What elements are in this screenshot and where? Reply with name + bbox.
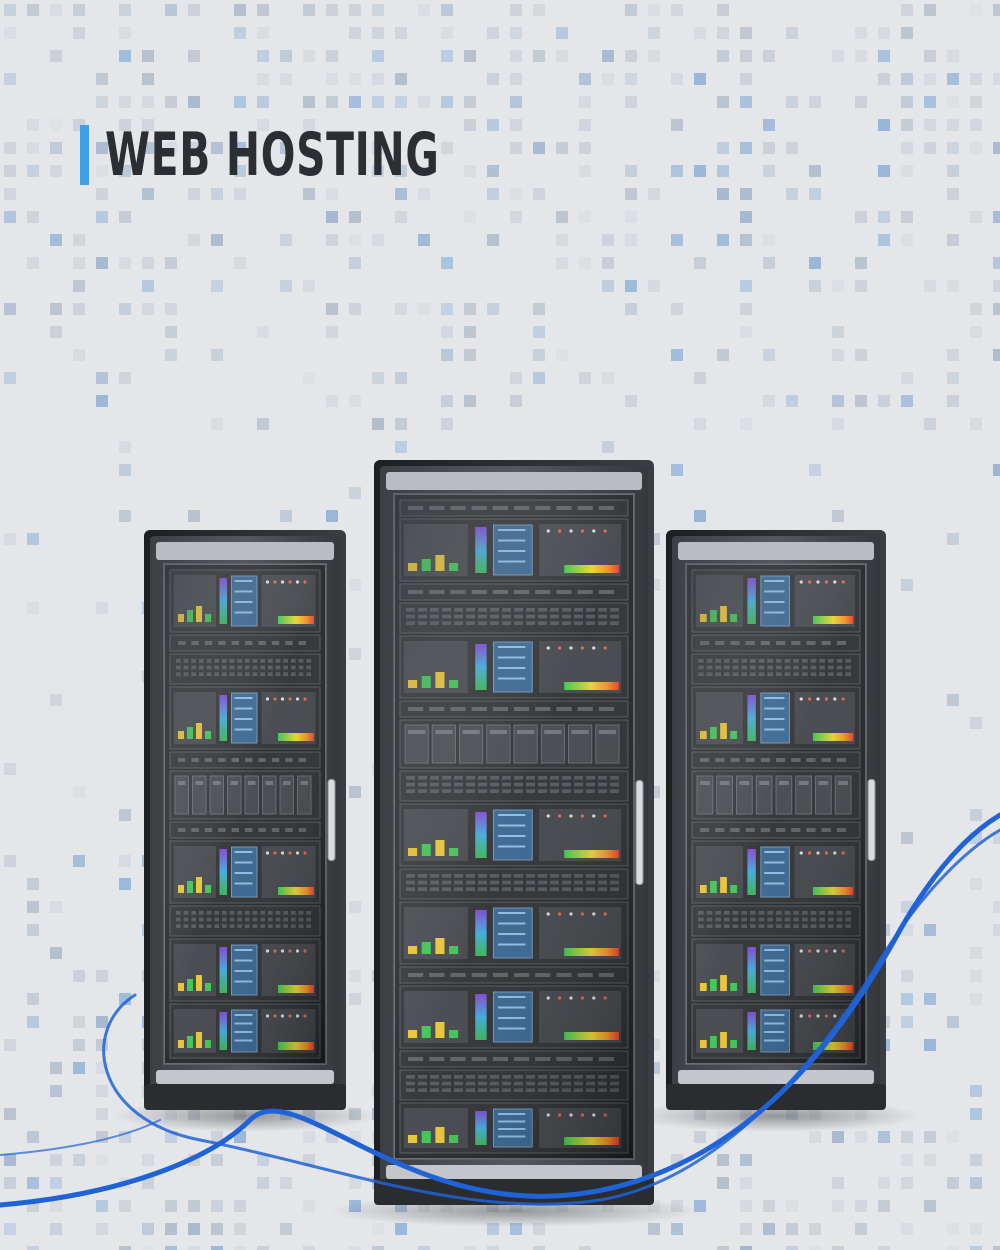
accent-bar: [80, 125, 89, 185]
server-rack-left: [112, 530, 378, 1132]
network-cables: [0, 812, 1000, 1208]
title-block: WEB HOSTING: [80, 124, 597, 186]
server-rack-center: [326, 460, 702, 1227]
server-rack-right: [630, 530, 922, 1132]
page-title: WEB HOSTING: [105, 120, 440, 190]
